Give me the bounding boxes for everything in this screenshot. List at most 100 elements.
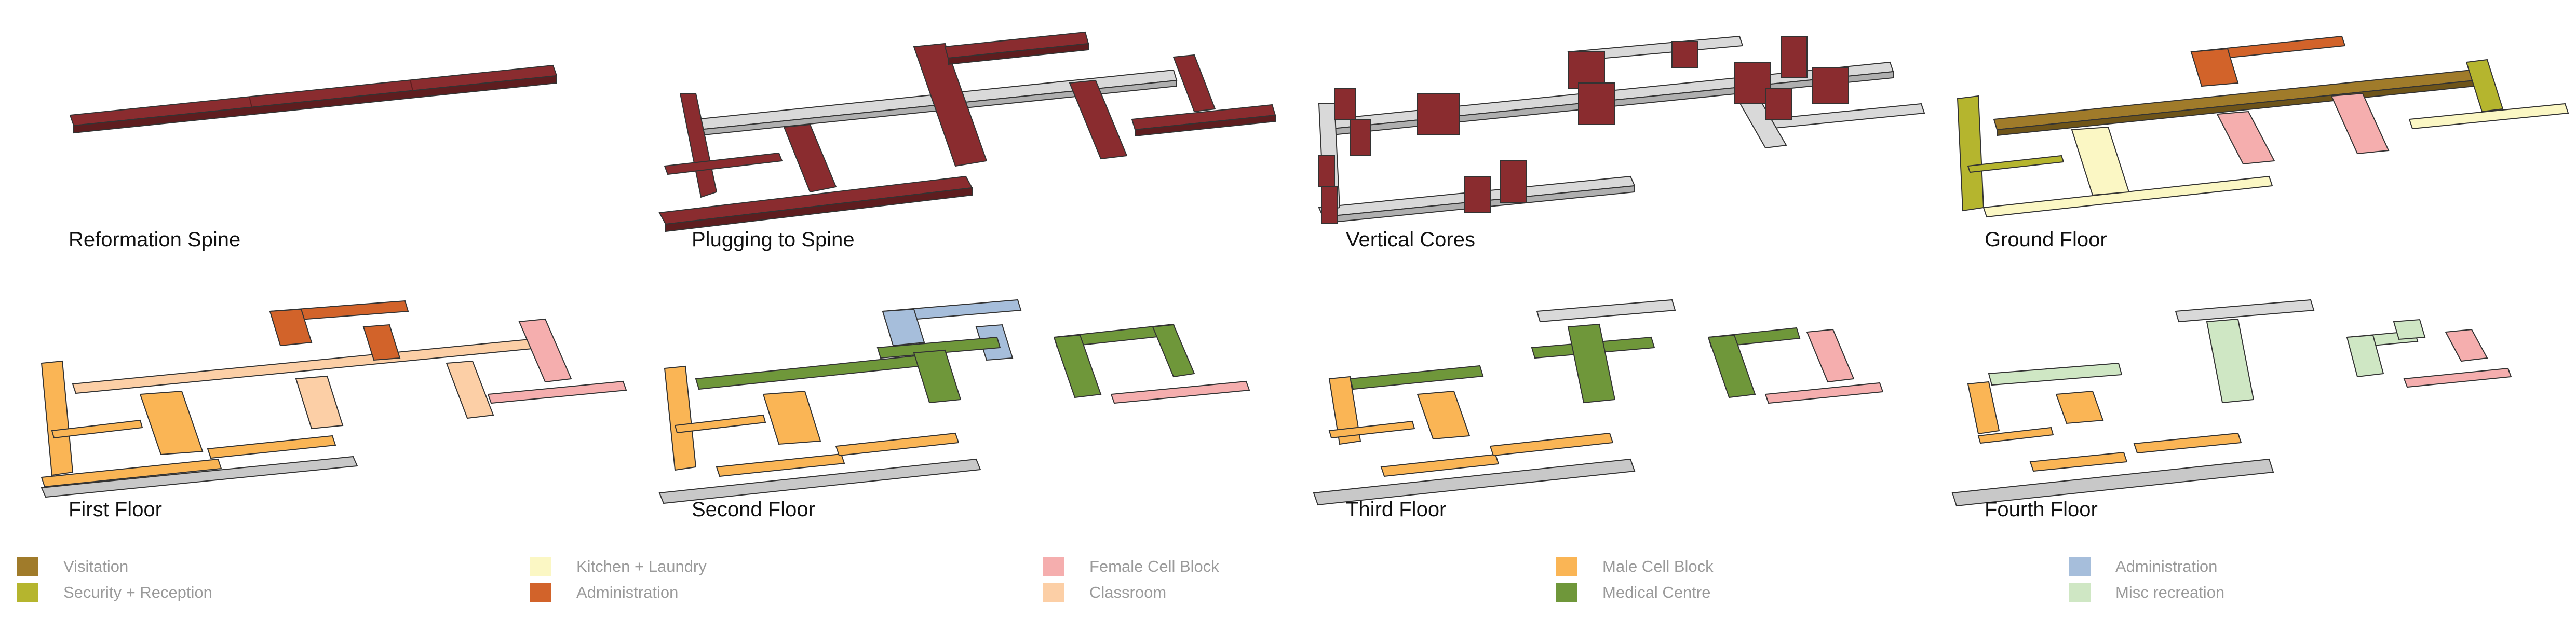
panel-fourth-floor: Fourth Floor (1947, 291, 2570, 529)
medical-right-drop (1707, 334, 1756, 398)
male-bottom (716, 453, 845, 477)
core-13 (1812, 67, 1849, 104)
legend-item-kitchen-laundry: Kitchen + Laundry (530, 554, 707, 579)
panel-third-floor: Third Floor (1309, 291, 1932, 529)
legend-item-visitation: Visitation (17, 554, 128, 579)
legend-label: Female Cell Block (1089, 557, 1219, 575)
admin-drop (362, 324, 401, 361)
recreation-small (2393, 319, 2426, 340)
plugging-drawing (658, 31, 1276, 232)
panel-title: Ground Floor (1985, 228, 2107, 251)
legend-swatch (1556, 583, 1577, 602)
legend-swatch (2069, 583, 2091, 602)
female-block-2 (2330, 92, 2390, 155)
male-bottom-right (835, 432, 960, 457)
core-10 (1671, 41, 1698, 68)
core-9 (1578, 82, 1615, 125)
male-bottom (41, 458, 222, 488)
male-bottom (1380, 453, 1500, 477)
ground-floor-drawing (1957, 35, 2569, 218)
legend: Visitation Security + Reception Kitchen … (0, 550, 2576, 617)
spine-side (73, 75, 557, 134)
second-floor-drawing (658, 299, 1250, 504)
male-bottom-right (2133, 432, 2242, 454)
male-arm (674, 414, 766, 434)
panel-reformation-spine: Reformation Spine (31, 21, 654, 259)
legend-swatch (1556, 557, 1577, 576)
legend-label: Kitchen + Laundry (576, 557, 707, 575)
first-floor-drawing (41, 300, 627, 498)
core-6 (1464, 176, 1491, 213)
panel-title: Vertical Cores (1346, 228, 1475, 251)
medical-left-bar (1349, 365, 1484, 390)
core-8 (1568, 51, 1605, 89)
kitchen-left (2071, 126, 2130, 196)
male-bottom-right (207, 435, 336, 459)
legend-label: Administration (576, 583, 679, 601)
legend-label: Medical Centre (1602, 583, 1711, 601)
male-arm (1328, 420, 1415, 439)
female-bar (1110, 380, 1250, 404)
male-center (2055, 390, 2104, 424)
spine-joint-2 (410, 79, 413, 91)
panel-title: First Floor (69, 498, 162, 521)
legend-label: Male Cell Block (1602, 557, 1714, 575)
reformation-spine-drawing (69, 64, 558, 134)
grey-top (1536, 299, 1676, 323)
legend-item-security-reception: Security + Reception (17, 580, 212, 605)
core-2 (1350, 119, 1371, 156)
legend-label: Administration (2115, 557, 2218, 575)
legend-label: Visitation (63, 557, 129, 575)
panel-plugging-to-spine: Plugging to Spine (654, 21, 1277, 259)
spine-bar (69, 64, 558, 134)
core-5 (1417, 93, 1460, 135)
panel-first-floor: First Floor (31, 291, 654, 529)
male-left (1967, 381, 2000, 435)
male-left (1328, 376, 1361, 445)
panel-title: Second Floor (692, 498, 815, 521)
panel-second-floor: Second Floor (654, 291, 1277, 529)
legend-swatch (17, 557, 38, 576)
kitchen-right (2408, 103, 2569, 130)
wing-right-vertical (1069, 79, 1128, 160)
panel-ground-floor: Ground Floor (1947, 21, 2570, 259)
male-arm (51, 419, 143, 439)
legend-item-female-cell-block: Female Cell Block (1043, 554, 1219, 579)
legend-swatch (17, 583, 38, 602)
core-11 (1734, 62, 1771, 104)
female-right (2445, 328, 2488, 362)
spine-joint-1 (249, 96, 252, 108)
female-bar (2403, 367, 2512, 388)
female-bar (1764, 382, 1884, 404)
admin-blue-block (882, 308, 925, 347)
panel-title: Reformation Spine (69, 228, 241, 251)
male-arm (1977, 427, 2054, 444)
recreation-left (1988, 362, 2123, 386)
female-right (518, 318, 572, 383)
grey-base (658, 458, 981, 504)
grey-base (41, 456, 358, 498)
medical-right-drop (1053, 334, 1102, 398)
security-left (1957, 95, 1985, 212)
legend-swatch (1043, 583, 1064, 602)
legend-swatch (2069, 557, 2091, 576)
male-bottom (2029, 451, 2128, 472)
wing-top-left (913, 43, 988, 167)
core-4 (1321, 186, 1338, 224)
medical-hook (1152, 324, 1195, 378)
core-14 (1765, 88, 1792, 120)
wing-center-block (783, 123, 837, 193)
cores (1318, 36, 1849, 224)
wing-arm-left (664, 152, 783, 175)
legend-swatch (530, 583, 551, 602)
wing-top-bar-side (948, 43, 1089, 65)
legend-label: Classroom (1089, 583, 1167, 601)
legend-item-male-cell-block: Male Cell Block (1556, 554, 1714, 579)
security-right (2465, 59, 2504, 113)
medical-t (876, 336, 1001, 359)
recreation-center (2206, 318, 2255, 404)
wing-right-bar-side (1135, 114, 1276, 137)
classroom-block (295, 375, 344, 430)
panel-vertical-cores: Vertical Cores (1309, 21, 1932, 259)
